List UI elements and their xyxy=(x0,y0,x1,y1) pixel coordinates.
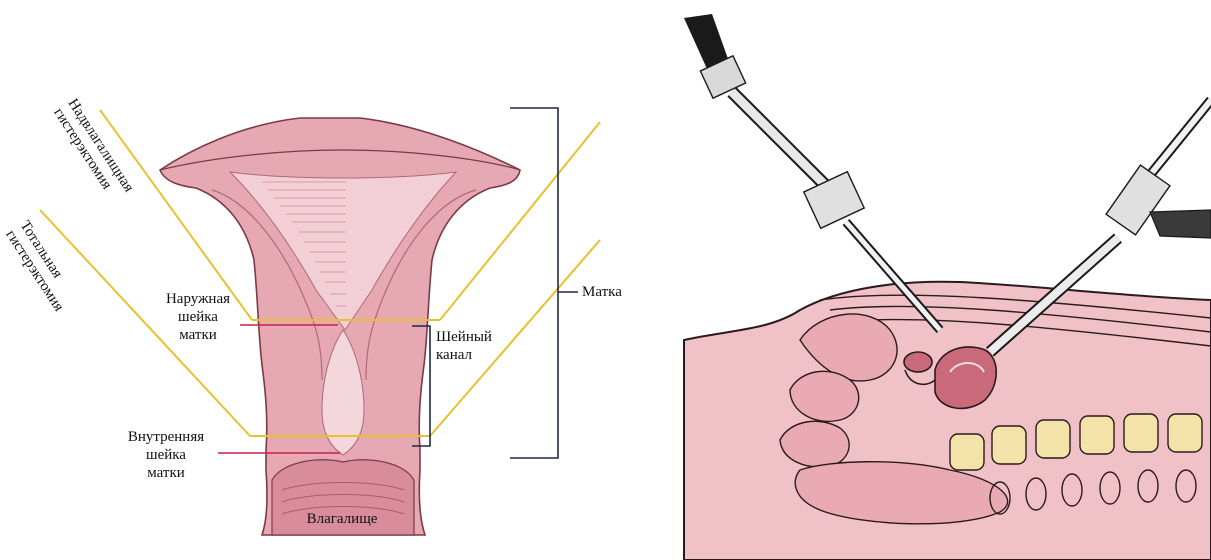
internal-os-label: Внутренняя шейка матки xyxy=(110,428,222,482)
laparoscope-left xyxy=(684,14,940,330)
laparoscopy-illustration xyxy=(684,14,1211,560)
external-os-label: Наружная шейка матки xyxy=(150,290,246,344)
vagina-label: Влагалище xyxy=(282,510,402,528)
uterus-label: Матка xyxy=(582,283,622,301)
cervical-canal-label: Шейный канал xyxy=(436,328,492,364)
